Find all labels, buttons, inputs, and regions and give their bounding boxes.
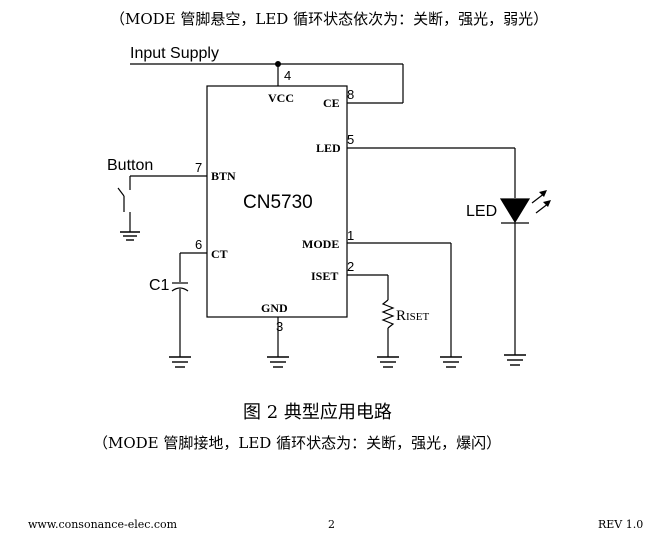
pin-number-iset: 2 (347, 259, 354, 274)
led-arrow-head-1 (539, 190, 547, 197)
pin-name-ce: CE (323, 96, 340, 110)
led-arrow-head-2 (543, 200, 551, 207)
pin-name-gnd: GND (261, 301, 288, 315)
pin-number-vcc: 4 (284, 68, 291, 83)
pin-name-led: LED (316, 141, 341, 155)
button-contact (117, 187, 125, 197)
resistor-label: RISET (396, 308, 430, 324)
top-caption: （MODE 管脚悬空，LED 循环状态依次为：关断，强光，弱光） (110, 10, 549, 28)
footer-page-number: 2 (328, 518, 335, 531)
pin-name-ct: CT (211, 247, 228, 261)
pin-number-ct: 6 (195, 237, 202, 252)
pin-name-vcc: VCC (268, 91, 294, 105)
ground-symbols (120, 231, 526, 368)
chip-body (206, 85, 348, 318)
pin-number-mode: 1 (347, 228, 354, 243)
capacitor-ground-icon (169, 356, 191, 368)
figure-note: （MODE 管脚接地，LED 循环状态为：关断，强光，爆闪） (93, 434, 502, 452)
resistor-zigzag (381, 299, 395, 329)
footer-revision: REV 1.0 (598, 518, 644, 531)
pin-number-ce: 8 (347, 87, 354, 102)
led-label: LED (466, 203, 497, 220)
chip-ground-icon (267, 356, 289, 368)
chip-name: CN5730 (243, 192, 313, 213)
pin-name-mode: MODE (302, 237, 339, 251)
pin-name-iset: ISET (311, 269, 338, 283)
button-ground-icon (120, 231, 140, 241)
button-label: Button (107, 157, 153, 174)
pin-name-btn: BTN (211, 169, 236, 183)
figure-title: 图 2 典型应用电路 (243, 402, 392, 423)
supply-label: Input Supply (130, 45, 219, 62)
application-circuit-diagram: Input Supply CN5730 Button C1 LED RISET … (107, 45, 551, 368)
pin-number-gnd: 3 (276, 319, 283, 334)
led-diode-triangle (499, 198, 531, 224)
resistor-ground-icon (377, 356, 399, 368)
junction-dot (275, 61, 281, 67)
capacitor-plate-bottom (171, 287, 189, 292)
pin-number-led: 5 (347, 132, 354, 147)
mode-ground-icon (440, 356, 462, 368)
led-ground-icon (504, 354, 526, 366)
capacitor-label: C1 (149, 277, 170, 294)
footer-url: www.consonance-elec.com (28, 518, 178, 531)
pin-number-btn: 7 (195, 160, 202, 175)
